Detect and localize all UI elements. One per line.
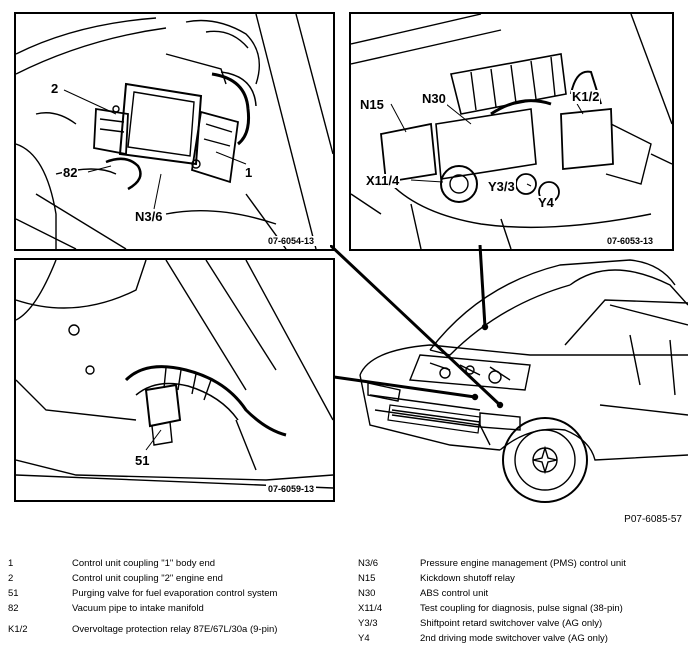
legend-desc: Pressure engine management (PMS) control… (420, 558, 626, 569)
car-overview-illustration (330, 245, 688, 503)
legend-row: X11/4 Test coupling for diagnosis, pulse… (352, 601, 688, 616)
callout-51: 51 (134, 453, 151, 468)
control-unit-illustration (16, 14, 333, 249)
legend-row: 51 Purging valve for fuel evaporation co… (0, 586, 340, 601)
callout-y4: Y4 (537, 195, 555, 210)
figure-number: 07-6054-13 (266, 236, 317, 246)
legend-row: N3/6 Pressure engine management (PMS) co… (352, 556, 688, 571)
legend-key: Y4 (358, 633, 370, 644)
panel-control-unit-detail: 2 1 82 N3/6 07-6054-13 (14, 12, 335, 251)
legend-key: 2 (8, 573, 14, 584)
legend-key: K1/2 (8, 624, 28, 635)
panel-engine-bay-relays-detail: N15 N30 K1/2 X11/4 Y3/3 Y4 07-6053-13 (349, 12, 674, 251)
main-figure-code: P07-6085-57 (624, 514, 682, 525)
legend-desc: ABS control unit (420, 588, 489, 599)
legend-key: N15 (358, 573, 376, 584)
legend-desc: 2nd driving mode switchover valve (AG on… (420, 633, 608, 644)
legend-key: N3/6 (358, 558, 379, 569)
legend-desc: Purging valve for fuel evaporation contr… (72, 588, 278, 599)
callout-n15: N15 (359, 97, 385, 112)
callout-n3-6: N3/6 (134, 209, 164, 224)
legend-desc: Kickdown shutoff relay (420, 573, 515, 584)
callout-2: 2 (50, 81, 60, 96)
legend-desc: Test coupling for diagnosis, pulse signa… (420, 603, 623, 614)
callout-y3-3: Y3/3 (487, 179, 516, 194)
legend-key: 51 (8, 588, 19, 599)
legend-row: N30 ABS control unit (352, 586, 688, 601)
legend-desc: Control unit coupling "2" engine end (72, 573, 223, 584)
legend-row: Y3/3 Shiftpoint retard switchover valve … (352, 616, 688, 631)
legend-row: 2 Control unit coupling "2" engine end (0, 571, 340, 586)
figure-number: 07-6053-13 (605, 236, 656, 246)
legend-row: 1 Control unit coupling "1" body end (0, 556, 340, 571)
panel-purging-valve-detail: 51 07-6059-13 (14, 258, 335, 502)
callout-82: 82 (62, 165, 79, 180)
legend-row: 82 Vacuum pipe to intake manifold (0, 601, 340, 616)
legend-desc: Control unit coupling "1" body end (72, 558, 216, 569)
legend-key: Y3/3 (358, 618, 378, 629)
legend-key: 82 (8, 603, 19, 614)
legend-desc: Shiftpoint retard switchover valve (AG o… (420, 618, 603, 629)
figure-number: 07-6059-13 (266, 484, 317, 494)
legend-row: N15 Kickdown shutoff relay (352, 571, 688, 586)
legend-key: X11/4 (358, 603, 383, 614)
callout-1: 1 (244, 165, 254, 180)
purging-valve-illustration (16, 260, 333, 489)
callout-x11-4: X11/4 (365, 173, 401, 188)
legend-key: 1 (8, 558, 14, 569)
legend-row: K1/2 Overvoltage protection relay 87E/67… (0, 622, 340, 637)
engine-bay-illustration (351, 14, 672, 249)
legend-row: Y4 2nd driving mode switchover valve (AG… (352, 631, 688, 646)
legend-desc: Vacuum pipe to intake manifold (72, 603, 204, 614)
callout-k1-2: K1/2 (571, 89, 601, 104)
legend-desc: Overvoltage protection relay 87E/67L/30a… (72, 624, 278, 635)
legend-key: N30 (358, 588, 376, 599)
callout-n30: N30 (421, 91, 447, 106)
